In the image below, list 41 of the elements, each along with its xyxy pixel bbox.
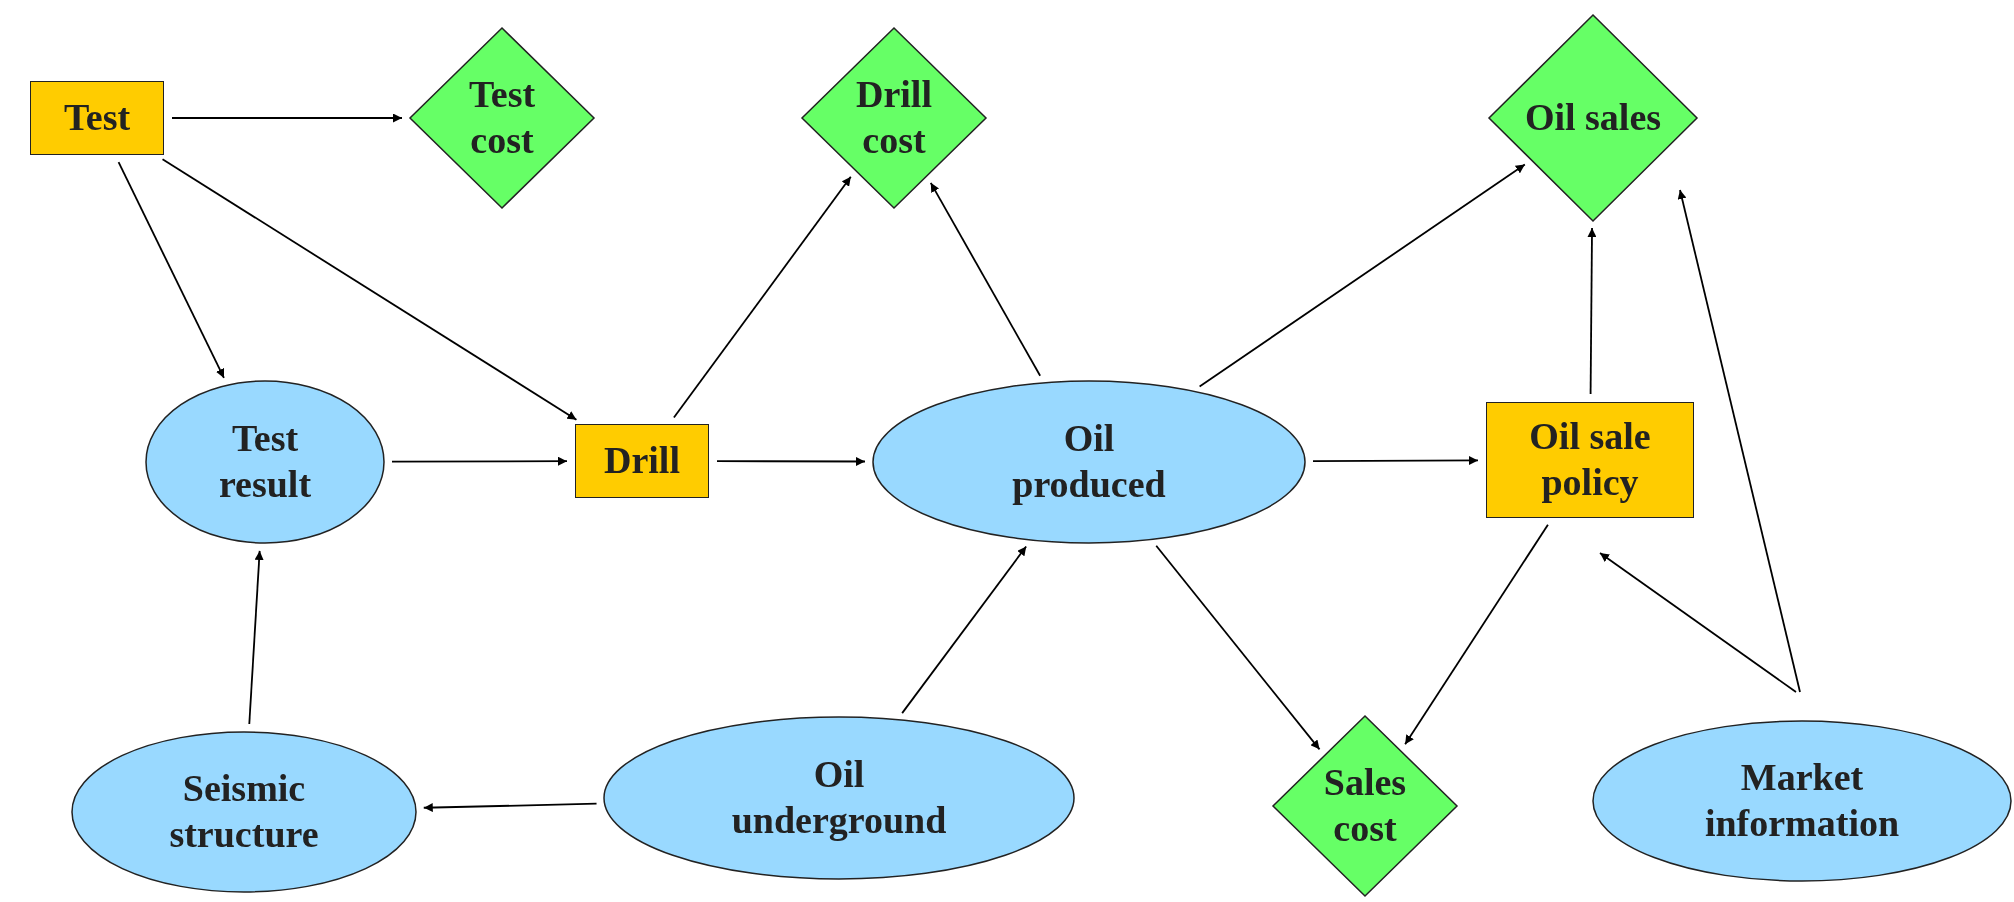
- decision-box: [575, 424, 709, 498]
- chance-ellipse: [72, 732, 416, 892]
- arrow: [117, 161, 225, 379]
- node-label: Test: [63, 95, 131, 141]
- arrow: [1599, 552, 1797, 693]
- arrow: [1677, 189, 1801, 693]
- node-label: Oil sale policy: [1528, 414, 1652, 505]
- arrow: [391, 456, 568, 466]
- arrow: [422, 802, 598, 813]
- chance-ellipse: [1593, 721, 2011, 881]
- decision-box: [1486, 402, 1694, 518]
- arrow: [1587, 227, 1597, 395]
- node-label: Oil produced: [1011, 416, 1167, 507]
- node-label: Drill: [604, 438, 680, 484]
- arrow: [1312, 456, 1479, 465]
- arrow: [1155, 544, 1321, 751]
- node-label: Test cost: [467, 72, 537, 163]
- arrow: [248, 550, 264, 725]
- node-label: Market information: [1703, 755, 1901, 846]
- arrow: [1198, 163, 1526, 388]
- arrow: [929, 181, 1042, 377]
- decision-box: [30, 81, 164, 155]
- value-diamond: [1273, 716, 1457, 896]
- arrow: [171, 113, 403, 123]
- node-label: Oil underground: [730, 752, 948, 843]
- node-label: Sales cost: [1322, 760, 1408, 851]
- node-label: Seismic structure: [168, 766, 320, 857]
- node-label: Test result: [217, 416, 313, 507]
- value-diamond: [802, 28, 986, 208]
- node-label: Oil sales: [1524, 95, 1662, 141]
- chance-ellipse: [873, 381, 1305, 543]
- arrow: [673, 175, 852, 419]
- arrow: [901, 545, 1028, 714]
- arrow: [161, 158, 578, 421]
- arrow: [1404, 523, 1549, 746]
- chance-ellipse: [604, 717, 1074, 879]
- value-diamond: [410, 28, 594, 208]
- chance-ellipse: [146, 381, 384, 543]
- node-label: Drill cost: [855, 72, 933, 163]
- value-diamond: [1489, 15, 1697, 221]
- arrow: [716, 457, 866, 466]
